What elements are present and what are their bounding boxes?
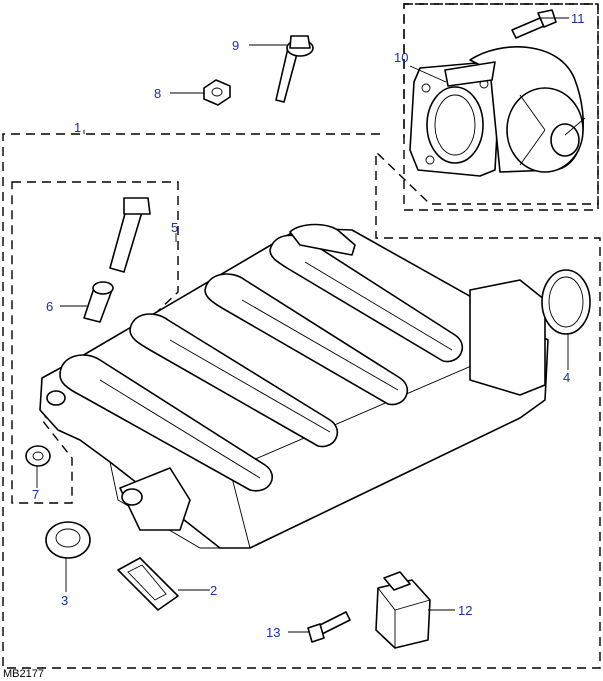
callout-6: 6 <box>46 299 53 314</box>
callout-5: 5 <box>171 220 178 235</box>
nut-part-8 <box>203 79 231 106</box>
bolt-kit-boundary <box>11 181 179 504</box>
sleeve-part-6 <box>83 281 114 323</box>
o-ring-part-4 <box>541 269 591 335</box>
reference-code: MB2177 <box>3 668 44 680</box>
bolt-part-13 <box>307 611 351 643</box>
throttle-body <box>409 46 586 177</box>
callout-7: 7 <box>32 487 39 502</box>
throttle-body-boundary <box>403 3 599 211</box>
bolt-part-9 <box>275 35 314 103</box>
callout-9: 9 <box>232 38 239 53</box>
callout-4: 4 <box>563 370 570 385</box>
leader-lines <box>36 17 569 633</box>
manifold-assembly-boundary <box>2 3 601 669</box>
intake-manifold <box>39 223 549 549</box>
screw-part-11 <box>511 9 557 39</box>
bolt-part-5 <box>109 197 151 273</box>
gasket-part-2 <box>117 557 179 611</box>
callout-8: 8 <box>154 86 161 101</box>
callout-3: 3 <box>61 593 68 608</box>
nut-part-7 <box>25 445 51 467</box>
callout-2: 2 <box>210 583 217 598</box>
sensor-part-12 <box>375 571 431 649</box>
callout-10: 10 <box>394 50 408 65</box>
grommet-part-3 <box>45 521 91 559</box>
callout-13: 13 <box>266 625 280 640</box>
callout-11: 11 <box>571 11 585 26</box>
callout-12: 12 <box>458 603 472 618</box>
callout-1: 1 <box>74 120 81 135</box>
